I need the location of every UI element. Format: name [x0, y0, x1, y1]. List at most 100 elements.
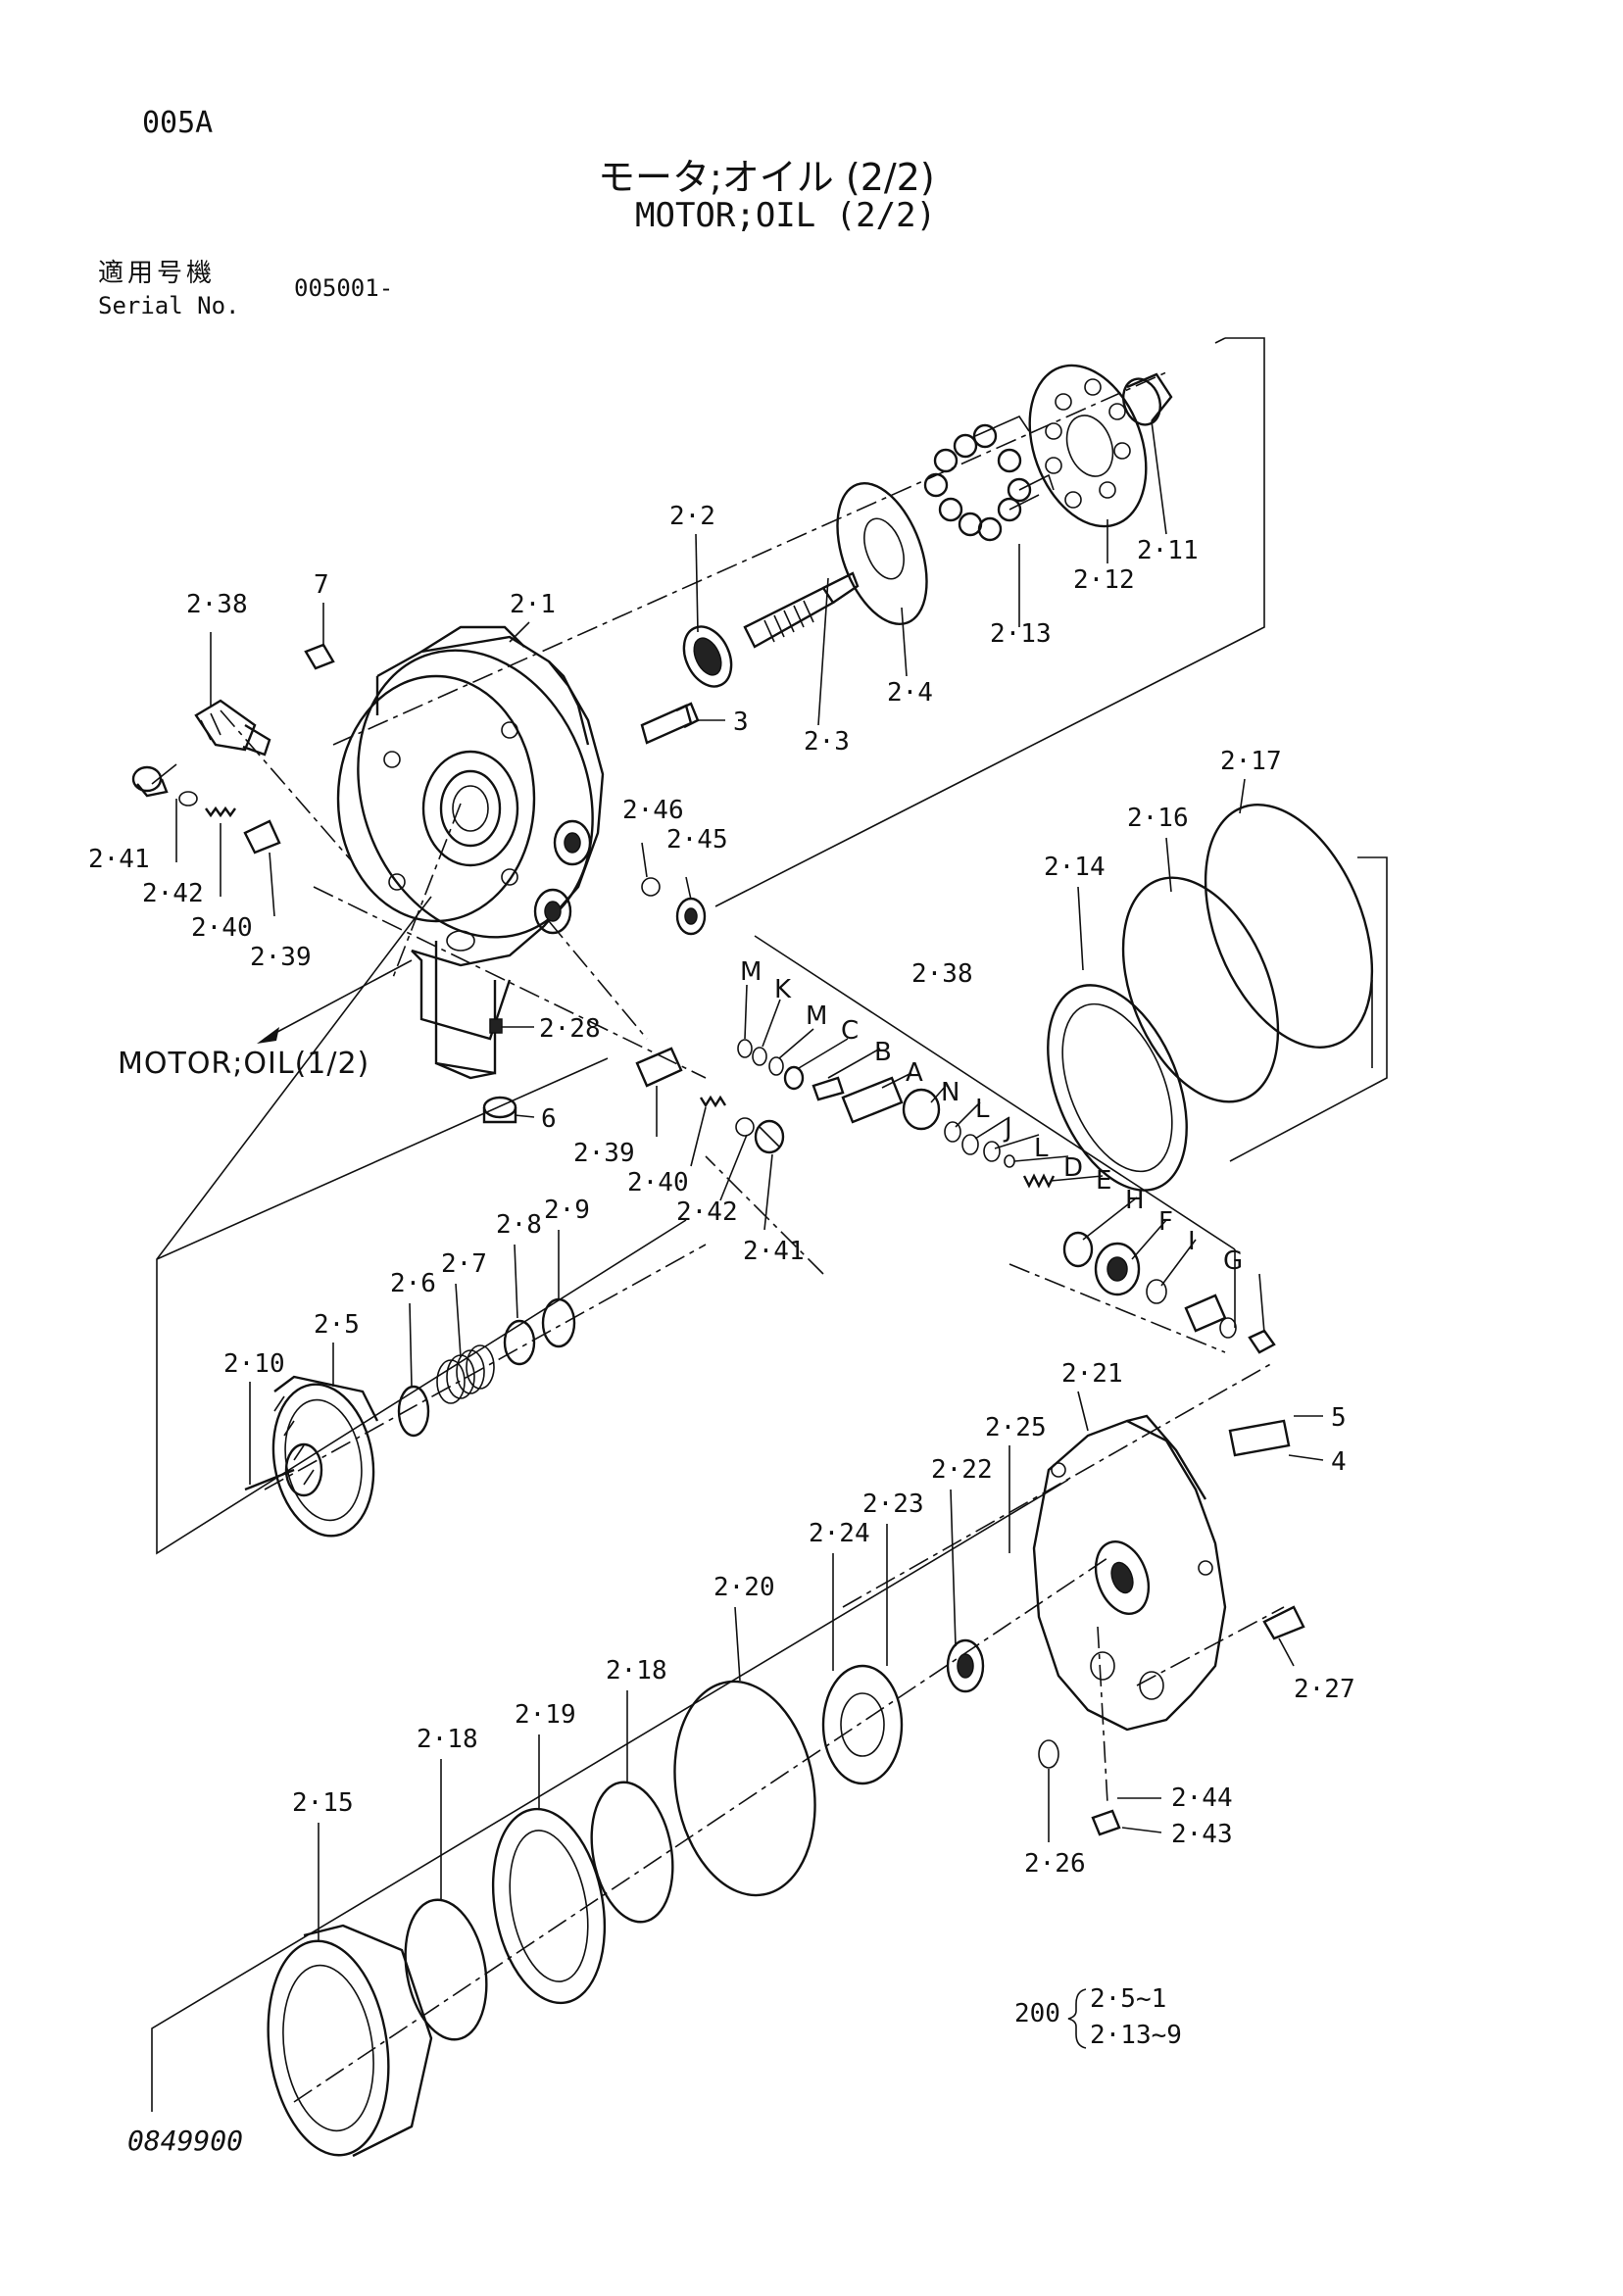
- letter-c: C: [841, 1016, 859, 1046]
- label-6: 6: [541, 1104, 557, 1134]
- cover-2-21: [1032, 1414, 1227, 1732]
- label-2-20: 2·20: [713, 1573, 775, 1602]
- label-2-16: 2·16: [1127, 804, 1189, 833]
- plug-7: [304, 643, 335, 670]
- label-2-13: 2·13: [990, 619, 1052, 649]
- drive-shaft-2-3: [743, 571, 860, 649]
- o-ring-2-46: [641, 877, 661, 897]
- valve-plate-2-24: [821, 1664, 904, 1785]
- snap-ring-2-9: [541, 1297, 576, 1348]
- label-2-27: 2·27: [1294, 1675, 1355, 1704]
- leader-lines: [151, 420, 1373, 1940]
- gear-2-5: [271, 1375, 379, 1538]
- plug-2-41-mid: [754, 1119, 785, 1154]
- bearing-2-22: [946, 1638, 985, 1693]
- bushing-2-11: [1121, 372, 1173, 426]
- ring-2-8: [503, 1319, 536, 1366]
- label-2-5: 2·5: [314, 1310, 360, 1340]
- bolt-2-27: [1262, 1605, 1305, 1640]
- drawing-number: 0849900: [127, 2125, 244, 2157]
- label-2-3: 2·3: [804, 727, 850, 757]
- plug-6: [482, 1096, 517, 1124]
- label-2-11: 2·11: [1137, 536, 1199, 565]
- letter-a: A: [906, 1058, 923, 1088]
- label-2-4: 2·4: [887, 678, 933, 708]
- letter-l-1: L: [975, 1095, 990, 1124]
- piston-set-2-13: [923, 415, 1055, 542]
- label-2-39-mid: 2·39: [573, 1139, 635, 1168]
- label-2-21: 2·21: [1061, 1359, 1123, 1389]
- label-2-14: 2·14: [1044, 853, 1106, 882]
- title-english: MOTOR;OIL (2/2): [635, 196, 937, 235]
- assembly-axis-lines: [220, 371, 1285, 2103]
- letter-i: I: [1188, 1227, 1196, 1256]
- swash-plate-2-4: [836, 482, 928, 625]
- plug-2-45: [675, 897, 707, 936]
- o-ring-2-20: [673, 1680, 816, 1897]
- label-2-10: 2·10: [223, 1349, 285, 1379]
- label-2-45: 2·45: [666, 825, 728, 855]
- page-code: 005A: [142, 106, 214, 140]
- label-2-25: 2·25: [985, 1413, 1047, 1442]
- label-2-26: 2·26: [1024, 1849, 1086, 1879]
- label-2-42-mid: 2·42: [676, 1197, 738, 1227]
- spring-2-7: [436, 1344, 495, 1404]
- ring-2-18-upper: [590, 1781, 674, 1924]
- serial-label-japanese: 適用号機: [98, 259, 217, 288]
- label-2-44: 2·44: [1171, 1783, 1233, 1813]
- label-2-2: 2·2: [669, 502, 715, 531]
- letter-k: K: [774, 975, 792, 1004]
- o-ring-2-42-left: [178, 791, 198, 806]
- group-frame-lines: [151, 337, 1388, 2112]
- letter-h: H: [1125, 1186, 1145, 1215]
- plug-2-28: [489, 1018, 503, 1034]
- label-2-23: 2·23: [862, 1490, 924, 1519]
- poppet-2-39-mid: [635, 1047, 683, 1088]
- label-2-8: 2·8: [496, 1210, 542, 1240]
- label-2-22: 2·22: [931, 1455, 993, 1485]
- retainer-plate-2-12: [1028, 364, 1148, 528]
- cross-reference-label: MOTOR;OIL(1/2): [118, 1047, 369, 1081]
- part-number-labels: 2·2 2·1 2·38 7 3 2·3 2·4 2·13 2·12 2·11 …: [88, 502, 1355, 1879]
- ring-2-6: [397, 1385, 430, 1438]
- letter-d: D: [1063, 1153, 1083, 1183]
- letter-l-2: L: [1034, 1134, 1049, 1163]
- label-2-46: 2·46: [622, 796, 684, 825]
- label-2-15: 2·15: [292, 1788, 354, 1818]
- label-2-39-left: 2·39: [250, 943, 312, 972]
- label-2-38-mid: 2·38: [911, 959, 973, 989]
- o-ring-2-26: [1038, 1739, 1059, 1769]
- bolt-3: [640, 702, 700, 745]
- plug-2-41-left: [131, 765, 169, 798]
- poppet-2-39-left: [243, 819, 281, 855]
- label-2-1: 2·1: [510, 590, 556, 619]
- letter-j: J: [1003, 1114, 1012, 1144]
- title-japanese: モータ;オイル (2/2): [598, 156, 935, 199]
- letter-f: F: [1158, 1207, 1173, 1237]
- o-ring-2-17: [1204, 804, 1374, 1049]
- letter-n: N: [941, 1078, 959, 1107]
- label-2-7: 2·7: [441, 1249, 487, 1279]
- letter-m-2: M: [806, 1001, 827, 1031]
- label-2-38-top: 2·38: [186, 590, 248, 619]
- nameplate-4: [1228, 1419, 1291, 1457]
- valve-parts-letter-group: [737, 1039, 1276, 1354]
- label-2-40-left: 2·40: [191, 913, 253, 943]
- pin-2-10: [244, 1468, 295, 1491]
- spring-2-40-mid: [699, 1095, 727, 1108]
- letter-e: E: [1096, 1166, 1111, 1196]
- label-2-12: 2·12: [1073, 565, 1135, 595]
- kit-line-1: 2·5~1: [1090, 1984, 1166, 2014]
- kit-line-2: 2·13~9: [1090, 2021, 1182, 2050]
- label-2-24: 2·24: [809, 1519, 870, 1548]
- plug-2-43: [1091, 1809, 1121, 1836]
- check-valve-2-38: [194, 699, 271, 757]
- label-5: 5: [1331, 1403, 1347, 1433]
- label-4: 4: [1331, 1447, 1347, 1477]
- ring-gear-2-15: [267, 1924, 433, 2158]
- kit-number: 200: [1014, 1999, 1060, 2028]
- label-2-17: 2·17: [1220, 747, 1282, 776]
- o-ring-2-42-mid: [735, 1117, 755, 1137]
- spring-2-40-left: [205, 806, 236, 818]
